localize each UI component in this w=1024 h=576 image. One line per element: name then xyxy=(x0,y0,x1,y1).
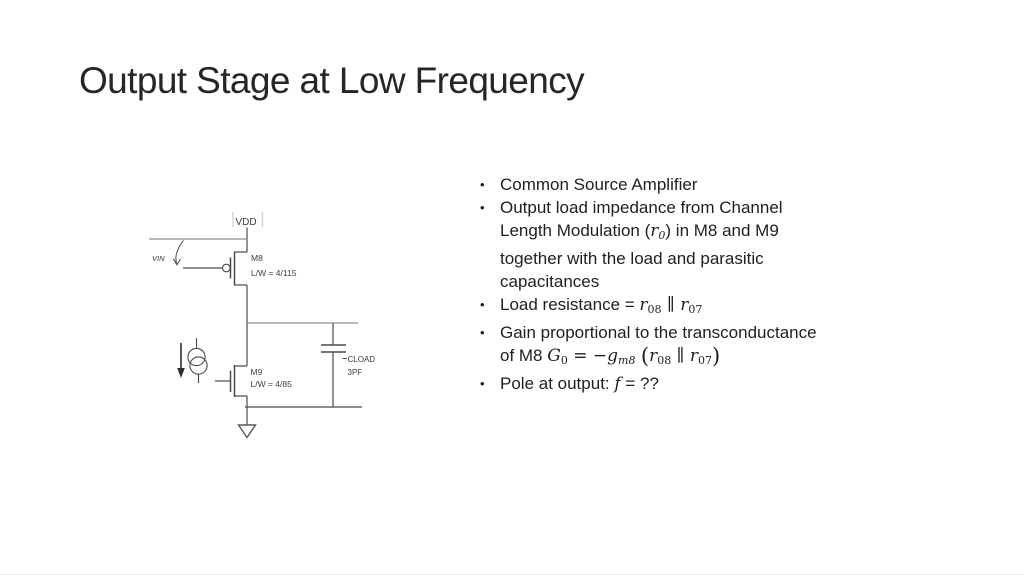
bullet-text-segment: ∥ xyxy=(671,346,690,366)
vin-arrow-curve xyxy=(175,240,184,264)
bullet-text-segment: ) xyxy=(712,344,721,368)
bullet-item: • Pole at output: f = ?? xyxy=(478,372,886,396)
bullet-list: • Common Source Amplifier • Output load imp… xyxy=(478,173,886,396)
cap-name-label: CLOAD xyxy=(348,355,376,364)
bullet-text-segment: ( xyxy=(640,344,650,368)
bullet-item: • Common Source Amplifier xyxy=(478,173,886,196)
bullet-text-segment: m8 xyxy=(618,354,636,367)
m9-dim-label: L/W = 4/85 xyxy=(251,379,293,389)
bullet-text-segment: 0 xyxy=(658,229,666,242)
bullet-text-segment: ) in M8 and M9 xyxy=(665,221,779,240)
bullet-dot: • xyxy=(480,325,485,340)
bullet-text-segment: of M8 xyxy=(500,346,543,365)
bullet-text-segment: g xyxy=(607,346,619,366)
current-source-circle-bottom xyxy=(189,356,208,375)
m8-name-label: M8 xyxy=(251,253,263,263)
bullet-text-segment: r xyxy=(639,295,648,315)
current-source-circle-top xyxy=(187,347,206,367)
transistor-m9 xyxy=(215,323,248,407)
current-arrow-head xyxy=(177,368,185,378)
bullet-text-segment: 0 xyxy=(560,354,568,367)
bullet-text-segment: r xyxy=(680,295,689,315)
bullet-text-segment: 07 xyxy=(698,354,713,367)
circuit-diagram: VDD VIN M8 L/W = 4/115 CL xyxy=(149,212,376,439)
bullet-text-segment: Output load impedance from Channel xyxy=(500,198,783,217)
bullet-dot: • xyxy=(480,200,485,215)
bullet-text-segment: r xyxy=(689,346,699,366)
bullet-dot: • xyxy=(480,297,485,312)
bullet-text-segment: = − xyxy=(567,346,608,366)
bullet-text-segment: capacitances xyxy=(500,272,600,291)
bullet-text-segment: Length Modulation ( xyxy=(500,221,651,240)
cap-value-label: 3PF xyxy=(348,368,363,377)
slide-bottom-edge xyxy=(0,574,1024,575)
current-source xyxy=(187,338,208,383)
bullet-text-segment: = ?? xyxy=(620,374,659,393)
bullet-item: •Load resistance = r08 ∥ r07 xyxy=(478,293,886,321)
vdd-label: VDD xyxy=(236,217,257,228)
capacitor-cload xyxy=(321,323,347,407)
m9-name-label: M9 xyxy=(251,367,263,377)
bullet-text-segment: Gain proportional to the transconductanc… xyxy=(500,323,817,342)
content-block: • Common Source Amplifier • Output load imp… xyxy=(478,173,886,396)
bullet-text-segment: Common Source Amplifier xyxy=(500,175,698,194)
bullet-item: • Gain proportional to the transconductan… xyxy=(478,321,886,372)
bullet-dot: • xyxy=(480,376,485,391)
bullet-text-segment: together with the load and parasitic xyxy=(500,249,764,268)
bullet-text-segment: ∥ xyxy=(661,295,681,315)
vin-arrow-head xyxy=(172,258,182,266)
slide-title: Output Stage at Low Frequency xyxy=(79,60,585,101)
bullet-text-segment: r xyxy=(650,221,659,241)
transistor-m8 xyxy=(183,251,248,323)
bullet-text-segment: 07 xyxy=(688,303,703,316)
vin-label: VIN xyxy=(152,254,165,263)
bullet-text-segment: 08 xyxy=(647,303,662,316)
bullet-text-segment: Load resistance = xyxy=(500,295,640,314)
bullet-text-segment: G xyxy=(547,346,561,366)
bullet-text-segment: r xyxy=(649,346,658,366)
m8-gate-bubble xyxy=(221,263,231,273)
bullet-dot: • xyxy=(480,177,485,192)
bullet-text-segment: Pole at output: xyxy=(500,374,615,393)
bullet-text-segment: f xyxy=(614,374,621,394)
m8-dim-label: L/W = 4/115 xyxy=(251,268,297,278)
bullet-text-segment: 08 xyxy=(657,354,672,367)
ground-symbol xyxy=(237,424,257,439)
